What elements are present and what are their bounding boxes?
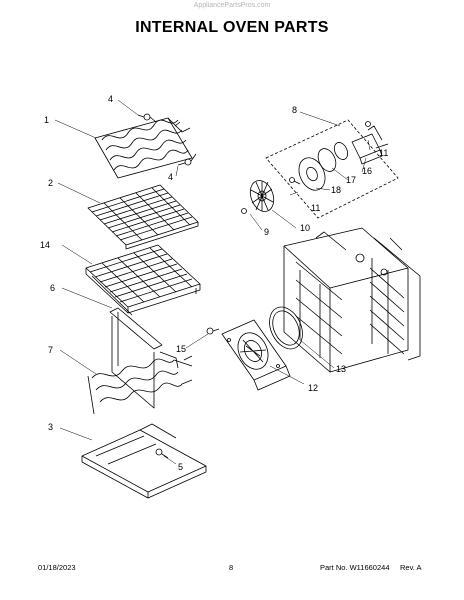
screw-part-15 bbox=[206, 327, 220, 335]
fan-blade-part-9 bbox=[241, 180, 275, 214]
footer-part-number: Part No. W11660244 bbox=[320, 563, 390, 572]
callout-4-bottom: 4 bbox=[168, 172, 173, 182]
callout-10: 10 bbox=[300, 223, 310, 233]
convection-cover-part-12 bbox=[221, 319, 291, 391]
screw-part-5 bbox=[155, 448, 169, 459]
callout-5: 5 bbox=[178, 462, 183, 472]
callout-1: 1 bbox=[44, 115, 49, 125]
page-title: INTERNAL OVEN PARTS bbox=[135, 19, 329, 36]
screw-part-4 bbox=[137, 113, 197, 166]
footer-date: 01/18/2023 bbox=[38, 563, 76, 572]
callout-17: 17 bbox=[346, 175, 356, 185]
oven-rack-part-2 bbox=[87, 184, 199, 250]
callout-numbers: 1 4 4 2 14 6 7 3 5 8 11 16 17 18 11 9 10… bbox=[40, 94, 388, 472]
bake-element-part-7 bbox=[87, 351, 193, 415]
callout-16: 16 bbox=[362, 166, 372, 176]
broil-element-part-1 bbox=[94, 117, 193, 179]
footer-page-number: 8 bbox=[229, 563, 234, 572]
gasket-part-13 bbox=[269, 306, 303, 350]
bottom-cover-part-3 bbox=[81, 423, 207, 499]
callout-13: 13 bbox=[336, 364, 346, 374]
watermark: AppliancePartsPros.com bbox=[193, 2, 271, 9]
callout-8: 8 bbox=[292, 105, 297, 115]
callout-6: 6 bbox=[50, 283, 55, 293]
callout-4-top: 4 bbox=[108, 94, 113, 104]
callout-18: 18 bbox=[331, 185, 341, 195]
footer-revision: Rev. A bbox=[400, 563, 422, 572]
callout-15: 15 bbox=[176, 344, 186, 354]
gliding-rack-part-14 bbox=[85, 244, 201, 316]
callout-3: 3 bbox=[48, 422, 53, 432]
callout-12: 12 bbox=[308, 383, 318, 393]
callout-11-left: 11 bbox=[311, 203, 320, 213]
oven-cavity-part-10 bbox=[283, 227, 421, 373]
callout-7: 7 bbox=[48, 345, 53, 355]
leader-lines bbox=[54, 99, 371, 465]
callout-2: 2 bbox=[48, 178, 53, 188]
callout-9: 9 bbox=[264, 227, 269, 237]
panel-part-6 bbox=[109, 307, 163, 409]
convection-motor-assembly-part-8 bbox=[265, 119, 399, 219]
callout-14: 14 bbox=[40, 240, 50, 250]
callout-11-right: 11 bbox=[379, 148, 388, 158]
